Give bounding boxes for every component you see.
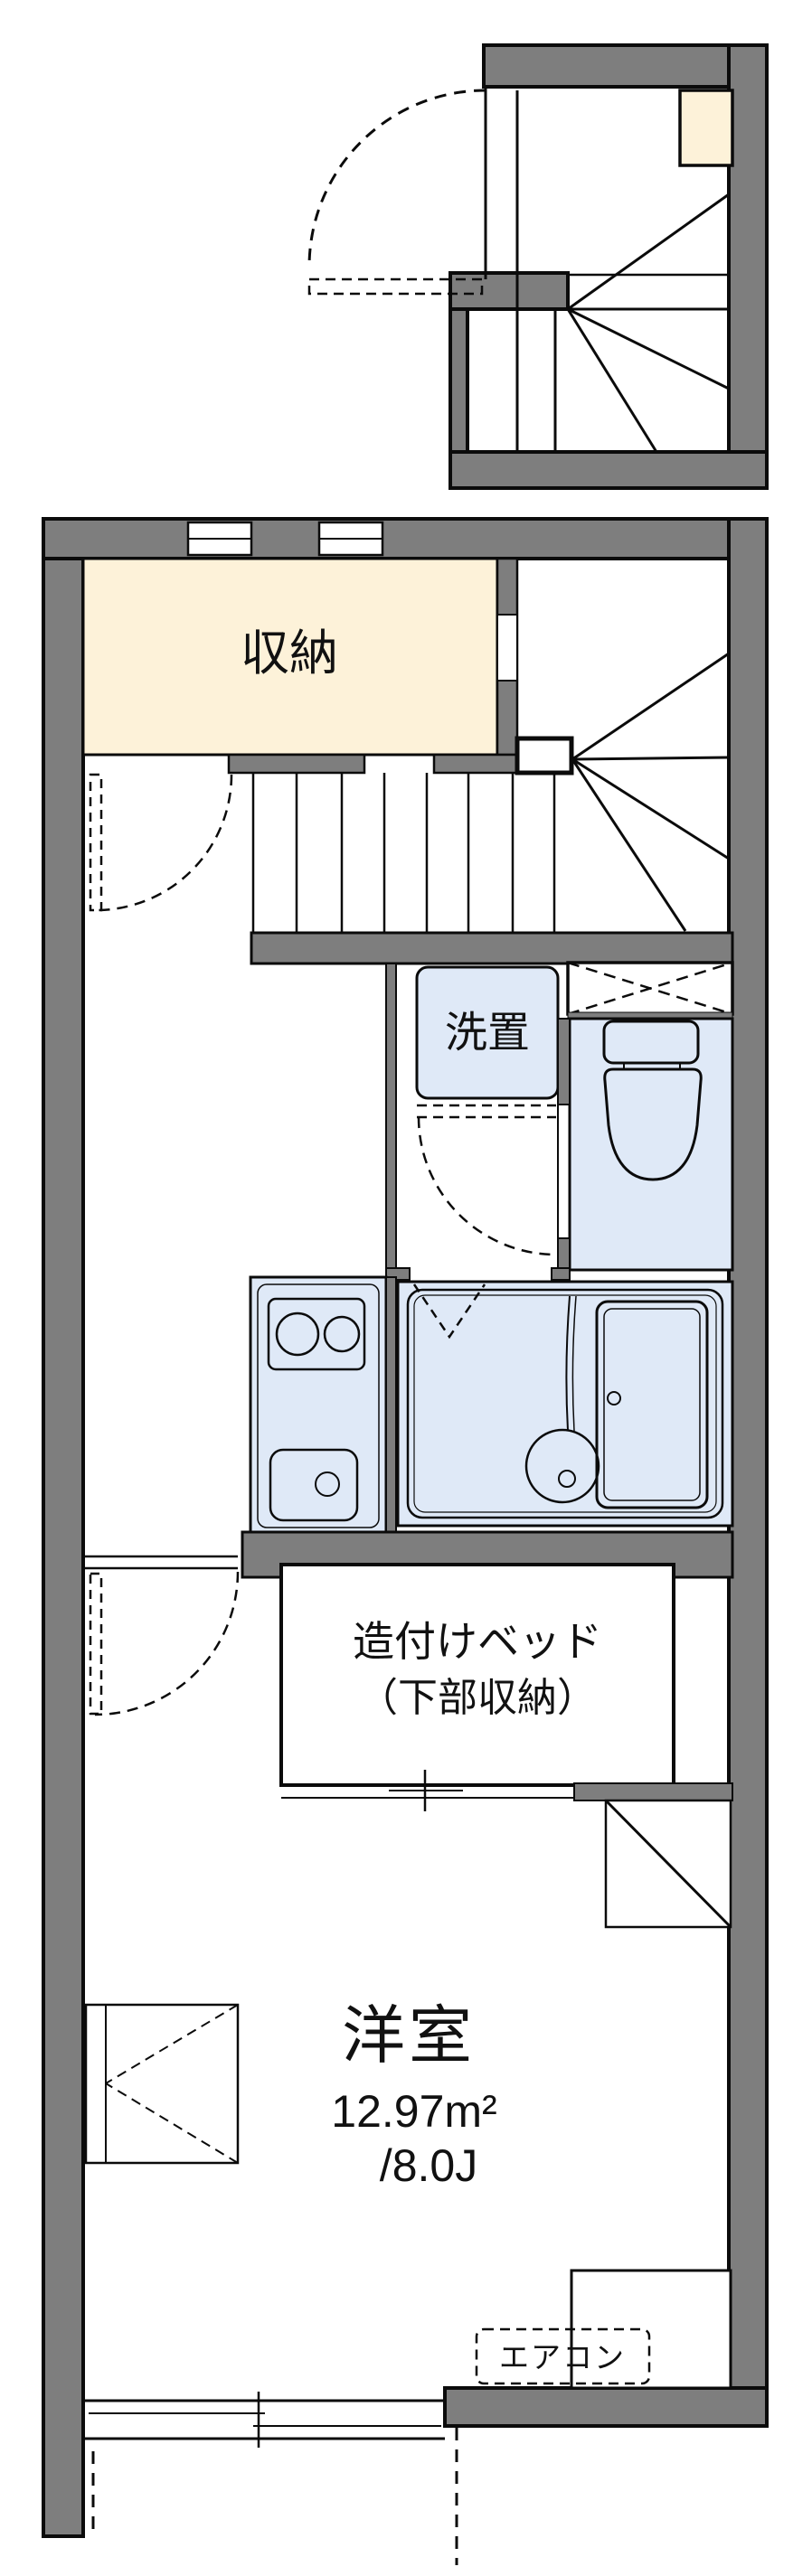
top-wall-windows [186, 521, 384, 557]
storage-door-swing [89, 773, 233, 912]
bed-storage-label: （下部収納） [358, 1676, 597, 1720]
room-tatami-label: /8.0J [379, 2140, 478, 2191]
folding-door [412, 1283, 486, 1340]
kitchen-sink [269, 1448, 359, 1522]
upper-closet-box [678, 89, 734, 167]
entry-approach-dashes [91, 2428, 458, 2565]
room-area-label: 12.97m² [331, 2086, 497, 2137]
air-conditioner-label: エアコン [499, 2340, 626, 2374]
built-in-bed-label: 造付けベッド [353, 1618, 602, 1665]
washer-space-label: 洗置 [445, 1008, 530, 1057]
washroom-wall [385, 963, 397, 1269]
kitchen [249, 1275, 397, 1537]
bathtub [595, 1300, 709, 1509]
built-in-bed [279, 1563, 733, 1929]
washroom-door-swing [417, 1104, 557, 1256]
toilet-fixture [602, 1020, 703, 1181]
upper-stair-block-walls [448, 43, 769, 490]
washbasin [524, 1428, 600, 1504]
upper-staircase [484, 87, 730, 453]
toilet-room [557, 961, 734, 1272]
western-room-label: 洋室 [342, 2000, 476, 2071]
storage-room [81, 557, 519, 775]
entrance-door-swing [307, 89, 486, 296]
storage-label: 収納 [241, 626, 338, 681]
bay-window [84, 2003, 240, 2165]
outer-walls [42, 517, 769, 2538]
main-staircase [250, 652, 734, 965]
bottom-sliding-window [83, 2392, 445, 2448]
kitchen-stove [267, 1297, 366, 1371]
air-conditioner-box [475, 2327, 651, 2385]
room-door-swing [83, 1555, 240, 1716]
bathroom [385, 1267, 734, 1528]
bed-sliding-door [281, 1770, 574, 1811]
